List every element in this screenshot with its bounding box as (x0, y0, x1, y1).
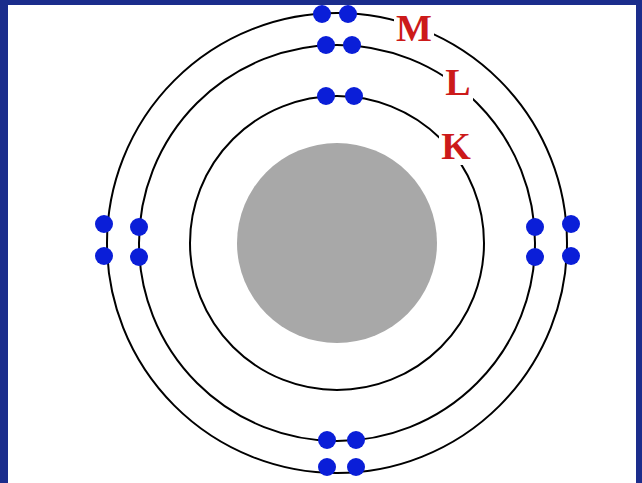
nucleus (237, 143, 437, 343)
k-shell (190, 96, 484, 390)
shell-label: K (439, 127, 473, 165)
electron (317, 36, 335, 54)
electron (526, 218, 544, 236)
electron (318, 458, 336, 476)
electron (347, 431, 365, 449)
electron (130, 218, 148, 236)
electron (313, 5, 331, 23)
shell-label: M (394, 9, 434, 47)
l-shell (139, 45, 535, 441)
electrons (95, 5, 580, 476)
m-shell (107, 13, 567, 473)
electron (317, 87, 335, 105)
shell-label: L (443, 63, 472, 101)
electron (318, 431, 336, 449)
electron (339, 5, 357, 23)
electron (526, 248, 544, 266)
electron (562, 215, 580, 233)
electron (345, 87, 363, 105)
electron (130, 248, 148, 266)
electron (343, 36, 361, 54)
electron (347, 458, 365, 476)
electron (95, 215, 113, 233)
electron (562, 247, 580, 265)
electron (95, 247, 113, 265)
